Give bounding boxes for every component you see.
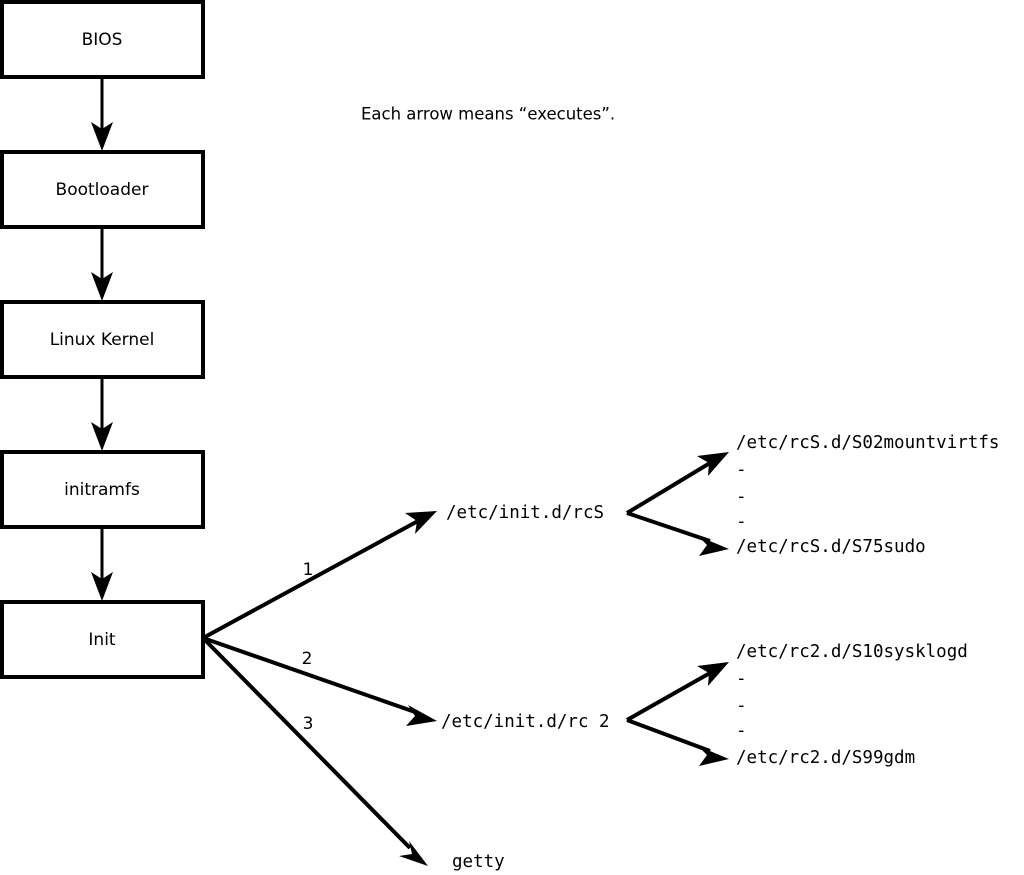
rc2-subfork-upper-arrow xyxy=(626,662,729,722)
stage-box-bios-label: BIOS xyxy=(82,30,123,50)
stage-box-init[interactable]: Init xyxy=(0,600,205,679)
rcs-script-last-label[interactable]: /etc/rcS.d/S75sudo xyxy=(736,537,926,557)
rcs-ellipsis-dash-2: - xyxy=(736,487,747,507)
init-branch-2-number: 2 xyxy=(302,649,313,669)
init-branch-3-arrow xyxy=(201,636,428,866)
stage-box-initramfs[interactable]: initramfs xyxy=(0,450,205,529)
arrow-kernel-to-initramfs xyxy=(91,377,113,451)
stage-box-bios[interactable]: BIOS xyxy=(0,0,205,79)
init-branch-1-arrow xyxy=(202,511,437,640)
branch-target-rcs-label[interactable]: /etc/init.d/rcS xyxy=(446,503,604,523)
stage-box-linux-kernel-label: Linux Kernel xyxy=(50,330,155,350)
init-branch-arrows: 1 2 3 xyxy=(201,511,437,866)
rcs-subfork-upper-arrow xyxy=(625,452,729,515)
rc2-script-first-label[interactable]: /etc/rc2.d/S10sysklogd xyxy=(736,642,968,662)
boot-chain-arrows xyxy=(91,77,113,601)
stage-box-bootloader-label: Bootloader xyxy=(56,180,149,200)
rc2-ellipsis-dash-3: - xyxy=(736,721,747,741)
stage-box-linux-kernel[interactable]: Linux Kernel xyxy=(0,300,205,379)
arrow-bootloader-to-kernel xyxy=(91,227,113,301)
rcs-script-first-label[interactable]: /etc/rcS.d/S02mountvirtfs xyxy=(736,433,999,453)
branch-target-rc2-label[interactable]: /etc/init.d/rc 2 xyxy=(441,712,610,732)
rc2-script-last-label[interactable]: /etc/rc2.d/S99gdm xyxy=(736,748,915,768)
rcs-ellipsis-dash-3: - xyxy=(736,512,747,532)
stage-box-bootloader[interactable]: Bootloader xyxy=(0,150,205,229)
rcs-subfork-lower-arrow xyxy=(626,511,729,556)
rc2-ellipsis-dash-1: - xyxy=(736,669,747,689)
stage-box-linux-kernel-rect xyxy=(0,300,205,379)
stage-box-bios-rect xyxy=(0,0,205,79)
rcs-subfork-group: /etc/rcS.d/S02mountvirtfs - - - /etc/rcS… xyxy=(625,433,999,557)
init-branch-2-arrow xyxy=(202,636,437,726)
rc2-subfork-group: /etc/rc2.d/S10sysklogd - - - /etc/rc2.d/… xyxy=(626,642,968,768)
stage-box-initramfs-rect xyxy=(0,450,205,529)
branch-target-getty-label[interactable]: getty xyxy=(452,852,505,872)
stage-box-init-label: Init xyxy=(88,630,116,650)
init-branch-labels: /etc/init.d/rcS /etc/init.d/rc 2 getty xyxy=(441,503,610,872)
boot-chain-group: BIOS Bootloader Linux Kernel initramfs I… xyxy=(0,0,205,679)
rcs-ellipsis-dash-1: - xyxy=(736,460,747,480)
arrow-bios-to-bootloader xyxy=(91,77,113,151)
rc2-subfork-lower-arrow xyxy=(626,718,729,766)
diagram-caption: Each arrow means “executes”. xyxy=(361,105,615,124)
init-branch-3-number: 3 xyxy=(303,714,314,734)
arrow-initramfs-to-init xyxy=(91,527,113,601)
rc2-ellipsis-dash-2: - xyxy=(736,696,747,716)
stage-box-init-rect xyxy=(0,600,205,679)
stage-box-initramfs-label: initramfs xyxy=(64,480,140,500)
init-branch-1-number: 1 xyxy=(303,560,314,580)
